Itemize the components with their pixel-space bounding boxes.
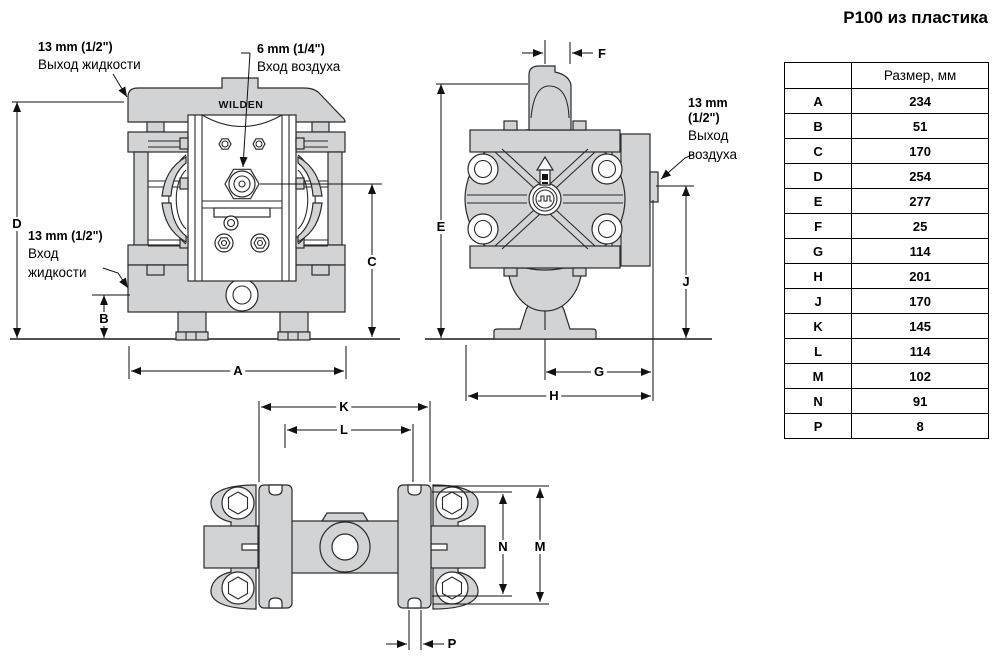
dim-label-d: D (9, 217, 25, 231)
dim-value-cell: 201 (851, 263, 989, 289)
callout-size: 13 mm (688, 96, 728, 110)
dim-letter-cell: P (783, 413, 853, 439)
callout-fluid-inlet: 13 mm (1/2") Вход жидкости (28, 229, 103, 282)
callout-text: Выход жидкости (38, 57, 141, 72)
callout-size: 6 mm (1/4") (257, 42, 325, 56)
dim-letter-cell: N (783, 388, 853, 414)
callout-size: 13 mm (1/2") (38, 40, 113, 54)
dim-label-m: M (531, 540, 549, 554)
dim-label-j: J (679, 275, 693, 289)
callout-size: (1/2") (688, 111, 720, 125)
bolt-circle (467, 153, 623, 245)
hex-nut (218, 138, 266, 150)
dim-value-cell: 102 (851, 363, 989, 389)
side-view-drawing (425, 40, 712, 401)
air-inlet-fitting (224, 168, 260, 200)
callout-text: Вход (28, 246, 59, 261)
dim-letter-cell: C (783, 138, 853, 164)
dim-letter-cell: B (783, 113, 853, 139)
dim-label-l: L (337, 423, 351, 437)
table-header-row: Размер, мм (783, 62, 989, 89)
dim-label-e: E (433, 220, 449, 234)
dim-value-cell: 170 (851, 138, 989, 164)
dim-label-a: A (230, 364, 246, 378)
hex-bolt (214, 233, 270, 253)
brand-logo: WILDEN (218, 99, 263, 111)
table-header-size: Размер, мм (851, 62, 989, 89)
dim-letter-cell: F (783, 213, 853, 239)
dim-letter-cell: D (783, 163, 853, 189)
dim-letter-cell: H (783, 263, 853, 289)
dim-letter-cell: G (783, 238, 853, 264)
dim-value-cell: 51 (851, 113, 989, 139)
callout-text: воздуха (688, 147, 738, 162)
dim-value-cell: 114 (851, 338, 989, 364)
callout-size: 13 mm (1/2") (28, 229, 103, 243)
dim-value-cell: 254 (851, 163, 989, 189)
dim-label-k: K (336, 400, 352, 414)
dim-value-cell: 277 (851, 188, 989, 214)
dim-value-cell: 114 (851, 238, 989, 264)
top-view-drawing (203, 401, 549, 650)
dim-label-p: P (444, 637, 460, 651)
front-view-drawing: WILDEN (10, 52, 400, 379)
dim-letter-cell: M (783, 363, 853, 389)
dim-value-cell: 25 (851, 213, 989, 239)
dim-value-cell: 145 (851, 313, 989, 339)
callout-air-outlet: 13 mm (1/2") Выход воздуха (688, 96, 737, 164)
dim-value-cell: 170 (851, 288, 989, 314)
callout-fluid-outlet: 13 mm (1/2") Выход жидкости (38, 40, 141, 74)
flow-direction-arrow-icon (535, 155, 555, 186)
callout-text: Вход воздуха (257, 59, 341, 74)
dim-label-f: F (595, 47, 609, 61)
callout-air-inlet: 6 mm (1/4") Вход воздуха (257, 42, 340, 76)
dim-label-g: G (590, 365, 608, 379)
table-header-empty (783, 62, 853, 89)
dim-letter-cell: L (783, 338, 853, 364)
dim-letter-cell: A (783, 88, 853, 114)
dim-label-h: H (546, 389, 562, 403)
dim-letter-cell: J (783, 288, 853, 314)
callout-text: Выход (688, 128, 729, 143)
wilden-emblem (528, 182, 562, 216)
dim-value-cell: 91 (851, 388, 989, 414)
dim-value-cell: 8 (851, 413, 989, 439)
dim-value-cell: 234 (851, 88, 989, 114)
dim-letter-cell: E (783, 188, 853, 214)
dim-letter-cell: K (783, 313, 853, 339)
page-title: P100 из пластика (843, 8, 988, 27)
callout-text: жидкости (28, 265, 87, 280)
dim-label-n: N (495, 540, 511, 554)
dim-label-b: B (96, 312, 112, 326)
side-view-dimensions (436, 42, 695, 401)
dim-label-c: C (364, 255, 380, 269)
